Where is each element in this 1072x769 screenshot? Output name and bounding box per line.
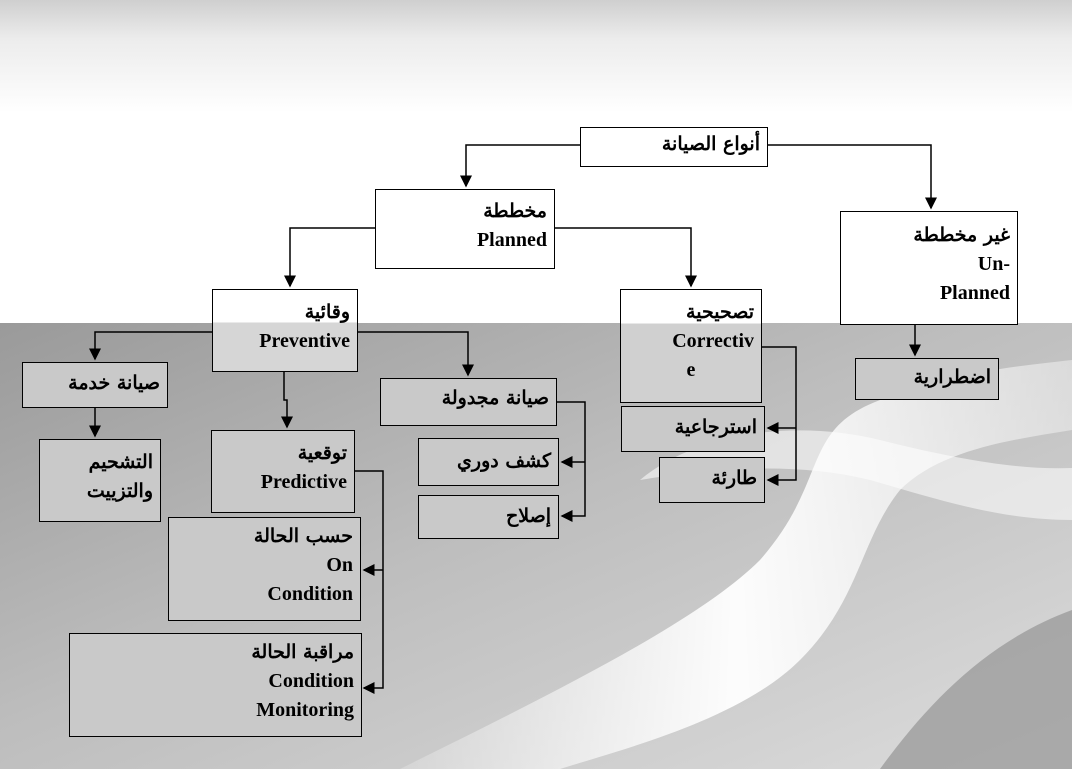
node-repair: إصلاح: [418, 495, 559, 539]
node-predictive-ar: توقعية: [297, 442, 347, 464]
node-condition-monitoring-en1: Condition: [268, 670, 354, 692]
node-unplanned-en1: Un-: [977, 253, 1010, 275]
node-condition-monitoring-ar: مراقبة الحالة: [251, 641, 354, 663]
node-periodic-inspection: كشف دوري: [418, 438, 559, 486]
node-unplanned-ar: غير مخططة: [913, 224, 1010, 246]
node-service-maintenance: صيانة خدمة: [22, 362, 168, 408]
node-preventive-en: Preventive: [259, 330, 350, 352]
node-lubrication: التشحيم والتزييت: [39, 439, 161, 522]
node-unplanned: غير مخططة Un- Planned: [840, 211, 1018, 325]
node-lubrication-line1: التشحيم: [88, 451, 153, 473]
node-predictive-en: Predictive: [260, 471, 347, 493]
node-condition-monitoring-en2: Monitoring: [256, 699, 354, 721]
node-predictive: توقعية Predictive: [211, 430, 355, 513]
node-unplanned-en2: Planned: [939, 282, 1010, 304]
node-emergency-label: اضطرارية: [913, 366, 991, 388]
node-repair-label: إصلاح: [505, 505, 551, 527]
node-condition-monitoring: مراقبة الحالة Condition Monitoring: [69, 633, 362, 737]
background-swirl-3: [880, 610, 1072, 769]
node-on-condition-ar: حسب الحالة: [253, 525, 353, 547]
node-lubrication-line2: والتزييت: [86, 480, 153, 502]
background-swirl-2: [640, 430, 1072, 520]
node-corrective-en2: e: [686, 359, 696, 381]
node-on-condition: حسب الحالة On Condition: [168, 517, 361, 621]
node-maintenance-types-label: أنواع الصيانة: [661, 133, 760, 155]
node-corrective-ar: تصحيحية: [686, 301, 754, 323]
node-corrective-en1: Correctiv: [672, 330, 754, 352]
node-preventive: وقائية Preventive: [212, 289, 358, 372]
node-restorative: استرجاعية: [621, 406, 765, 452]
node-on-condition-en2: Condition: [267, 583, 353, 605]
node-planned: مخططة Planned: [375, 189, 555, 269]
node-planned-en: Planned: [476, 229, 547, 251]
node-emergency: اضطرارية: [855, 358, 999, 400]
node-scheduled-maintenance: صيانة مجدولة: [380, 378, 557, 426]
node-maintenance-types: أنواع الصيانة: [580, 127, 768, 167]
node-restorative-label: استرجاعية: [674, 416, 757, 438]
node-sudden: طارئة: [659, 457, 765, 503]
node-scheduled-maintenance-label: صيانة مجدولة: [441, 387, 549, 409]
node-sudden-label: طارئة: [711, 467, 757, 489]
node-preventive-ar: وقائية: [304, 301, 350, 323]
node-planned-ar: مخططة: [483, 200, 547, 222]
node-corrective: تصحيحية Correctiv e: [620, 289, 762, 403]
node-service-maintenance-label: صيانة خدمة: [68, 372, 160, 394]
node-on-condition-en1: On: [326, 554, 353, 576]
node-periodic-inspection-label: كشف دوري: [457, 450, 551, 472]
